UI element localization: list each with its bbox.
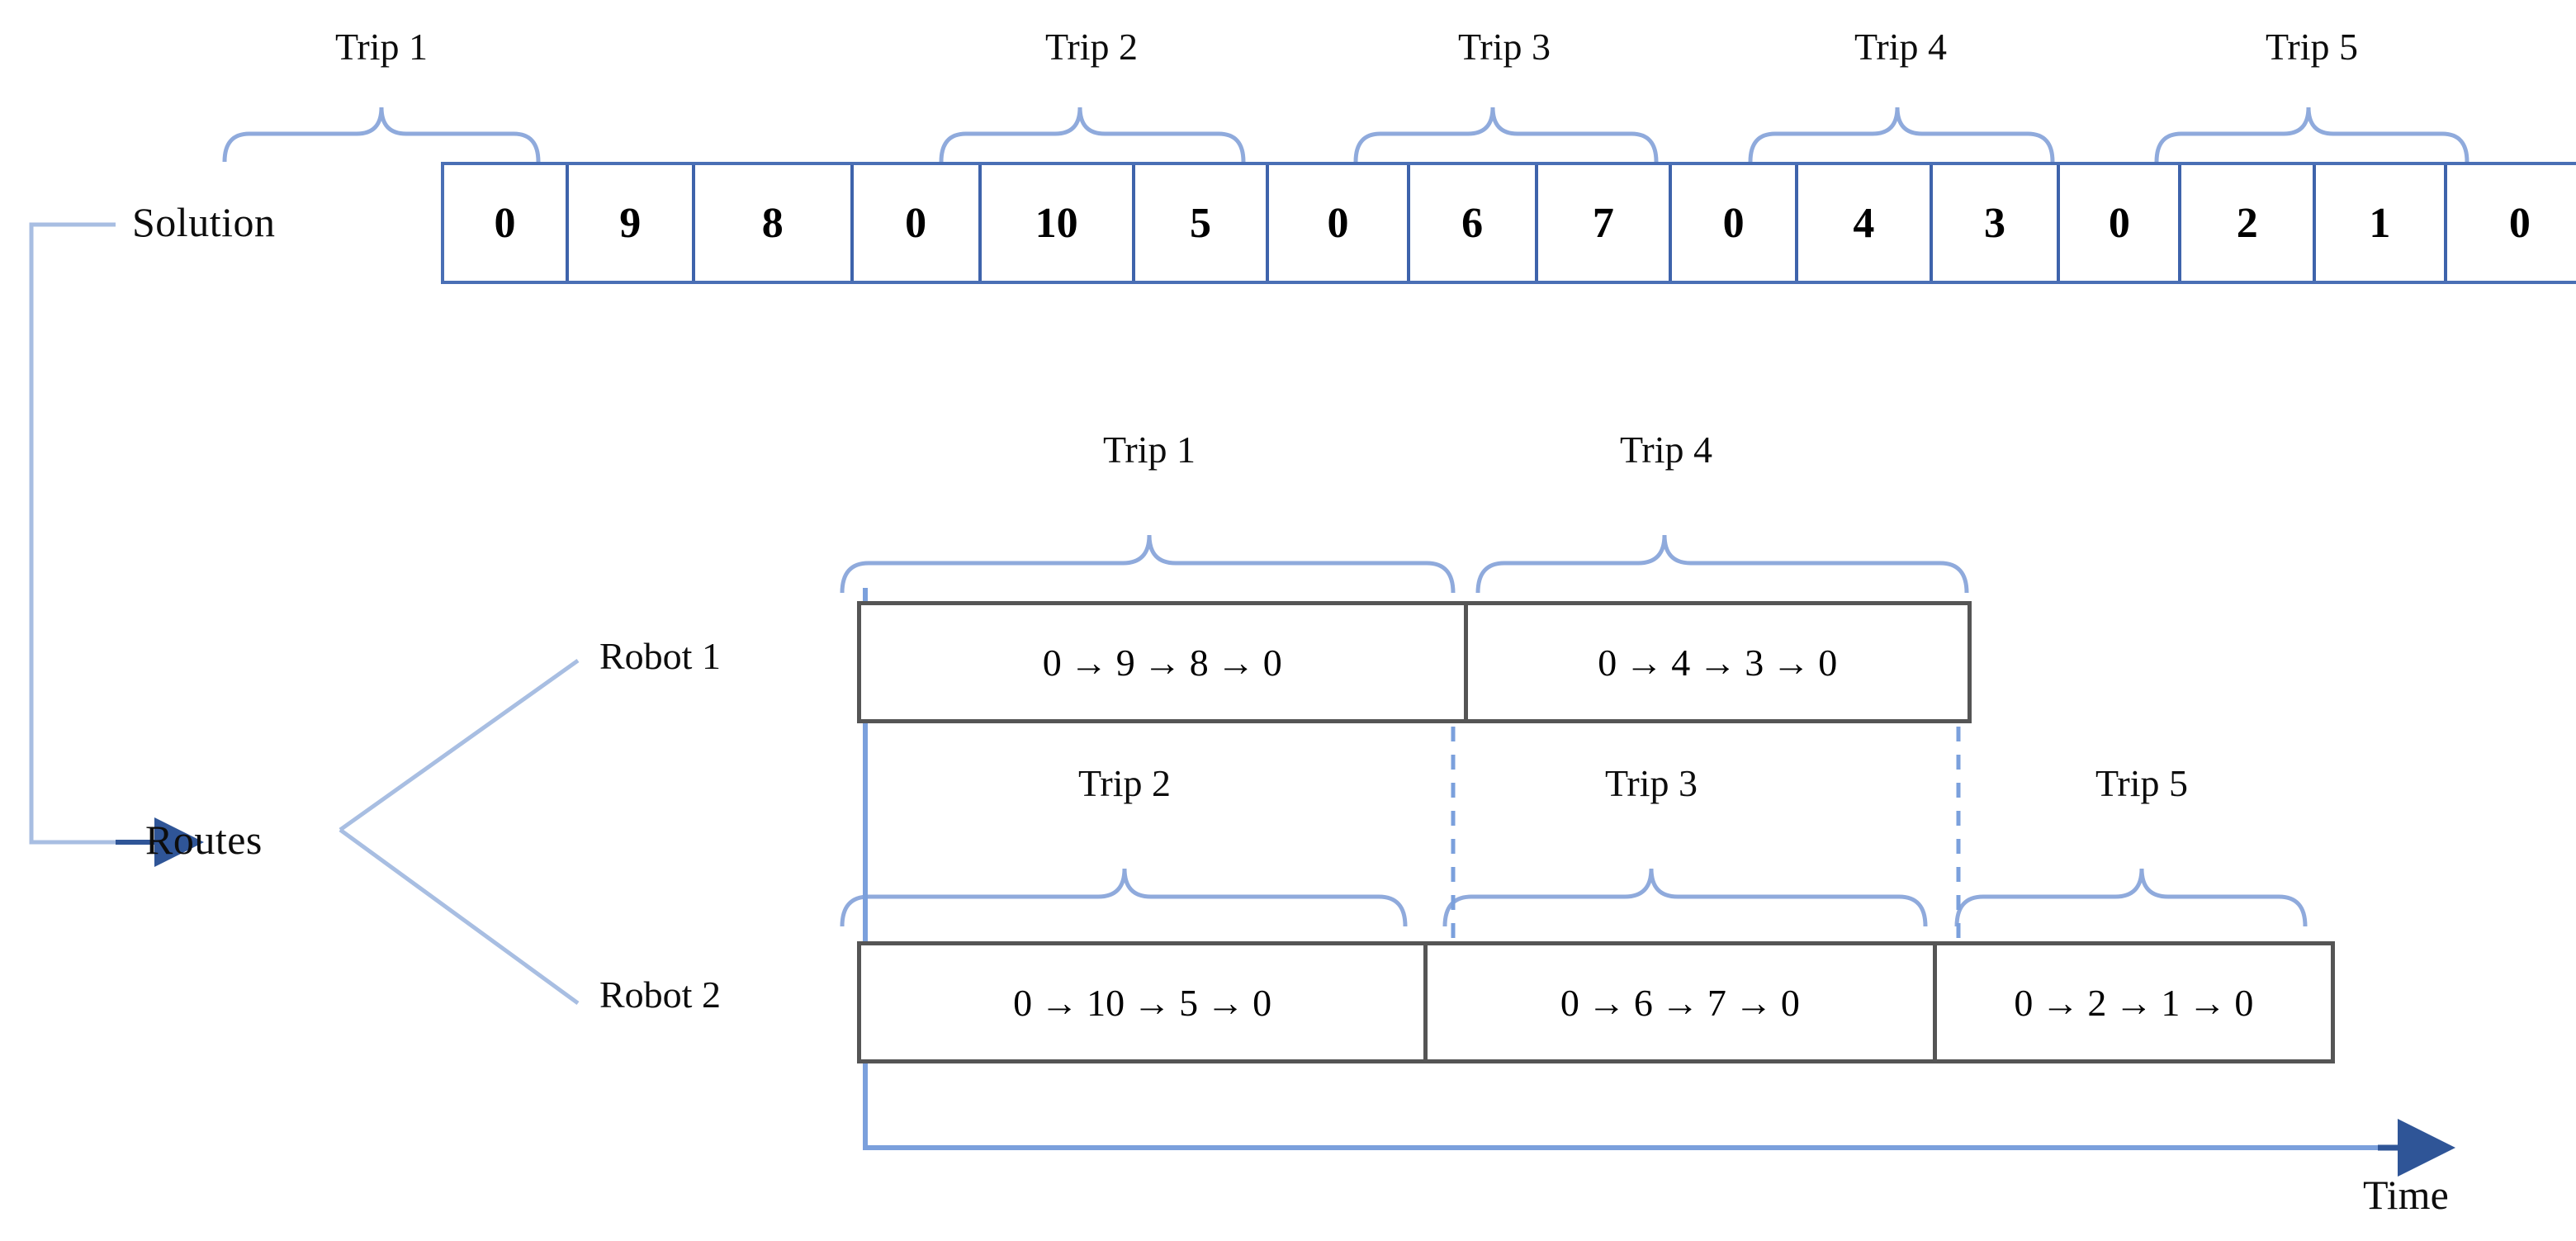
solution-to-routes-connector bbox=[29, 222, 204, 867]
robot-2-timeline: 0 → 10 → 5 → 0 0 → 6 → 7 → 0 0 → 2 → 1 →… bbox=[857, 941, 2335, 1063]
route-node: 4 bbox=[1671, 641, 1691, 684]
route-node: 10 bbox=[1087, 981, 1125, 1024]
robot2-trip-caption-5: Trip 5 bbox=[2095, 762, 2189, 804]
route-arrow-icon: → bbox=[1206, 981, 1245, 1024]
route-arrow-icon: → bbox=[2188, 981, 2227, 1024]
route-arrow-icon: → bbox=[1143, 641, 1181, 684]
solution-cell: 9 bbox=[568, 165, 695, 281]
robot-2-label: Robot 2 bbox=[599, 973, 721, 1016]
route-arrow-icon: → bbox=[1660, 981, 1699, 1024]
robot-1-timeline: 0 → 9 → 8 → 0 0 → 4 → 3 → 0 bbox=[857, 601, 1972, 723]
solution-cell: 0 bbox=[853, 165, 982, 281]
route-node: 1 bbox=[2161, 981, 2181, 1024]
route-arrow-icon: → bbox=[1216, 641, 1255, 684]
robot-2-trip-5-box: 0 → 2 → 1 → 0 bbox=[1936, 945, 2331, 1059]
route-node: 0 bbox=[1598, 641, 1617, 684]
robot1-trip-caption-1: Trip 1 bbox=[1102, 429, 1196, 471]
solution-cell: 6 bbox=[1409, 165, 1538, 281]
route-arrow-icon: → bbox=[1587, 981, 1626, 1024]
route-node: 0 bbox=[1013, 981, 1033, 1024]
solution-cell: 3 bbox=[1932, 165, 2061, 281]
robot-2-trip-3-box: 0 → 6 → 7 → 0 bbox=[1428, 945, 1937, 1059]
solution-cell: 1 bbox=[2316, 165, 2447, 281]
robot-1-trip-1-box: 0 → 9 → 8 → 0 bbox=[861, 605, 1468, 719]
route-node: 0 bbox=[1818, 641, 1838, 684]
time-axis-label: Time bbox=[2363, 1172, 2449, 1218]
solution-trip-caption-5: Trip 5 bbox=[2265, 26, 2359, 68]
solution-trip-caption-2: Trip 2 bbox=[1044, 26, 1139, 68]
solution-cell: 0 bbox=[1672, 165, 1798, 281]
route-node: 8 bbox=[1189, 641, 1209, 684]
solution-trip-caption-3: Trip 3 bbox=[1457, 26, 1551, 68]
route-node: 0 bbox=[1780, 981, 1800, 1024]
solution-cell: 5 bbox=[1134, 165, 1270, 281]
solution-cell: 2 bbox=[2181, 165, 2317, 281]
route-arrow-icon: → bbox=[1698, 641, 1737, 684]
solution-cell: 0 bbox=[2446, 165, 2576, 281]
robot1-trip-caption-2: Trip 4 bbox=[1619, 429, 1713, 471]
solution-cell: 0 bbox=[444, 165, 569, 281]
solution-cell: 0 bbox=[1269, 165, 1410, 281]
sync-dashed-lines bbox=[1451, 727, 1961, 958]
robot2-braces bbox=[840, 868, 2308, 927]
robot-1-trip-4-box: 0 → 4 → 3 → 0 bbox=[1467, 605, 1968, 719]
solution-label: Solution bbox=[132, 199, 276, 245]
routes-fork-connector bbox=[339, 658, 580, 1006]
robot2-trip-caption-2: Trip 2 bbox=[1077, 762, 1172, 804]
route-node: 0 bbox=[1262, 641, 1282, 684]
route-arrow-icon: → bbox=[1133, 981, 1172, 1024]
robot1-braces bbox=[840, 534, 1969, 594]
route-node: 9 bbox=[1115, 641, 1135, 684]
route-arrow-icon: → bbox=[2114, 981, 2153, 1024]
solution-trip-caption-1: Trip 1 bbox=[334, 26, 429, 68]
route-node: 5 bbox=[1179, 981, 1199, 1024]
route-node: 0 bbox=[1252, 981, 1272, 1024]
solution-trip-caption-4: Trip 4 bbox=[1854, 26, 1948, 68]
solution-braces bbox=[222, 107, 2469, 163]
route-node: 2 bbox=[2087, 981, 2107, 1024]
robot-2-trip-2-box: 0 → 10 → 5 → 0 bbox=[861, 945, 1428, 1059]
solution-cell: 8 bbox=[694, 165, 854, 281]
route-node: 3 bbox=[1745, 641, 1764, 684]
route-arrow-icon: → bbox=[1772, 641, 1811, 684]
robot-1-label: Robot 1 bbox=[599, 635, 721, 677]
route-node: 0 bbox=[1042, 641, 1062, 684]
solution-cell: 10 bbox=[981, 165, 1135, 281]
route-node: 7 bbox=[1707, 981, 1726, 1024]
route-arrow-icon: → bbox=[2041, 981, 2080, 1024]
route-arrow-icon: → bbox=[1040, 981, 1079, 1024]
route-node: 0 bbox=[2014, 981, 2034, 1024]
route-arrow-icon: → bbox=[1625, 641, 1664, 684]
solution-cell: 0 bbox=[2060, 165, 2182, 281]
routes-label: Routes bbox=[145, 817, 263, 863]
route-node: 0 bbox=[2234, 981, 2254, 1024]
solution-cell: 4 bbox=[1798, 165, 1933, 281]
route-arrow-icon: → bbox=[1069, 641, 1108, 684]
solution-cell: 7 bbox=[1537, 165, 1673, 281]
route-node: 0 bbox=[1560, 981, 1579, 1024]
route-node: 6 bbox=[1633, 981, 1653, 1024]
route-arrow-icon: → bbox=[1734, 981, 1773, 1024]
solution-array: 0 9 8 0 10 5 0 6 7 0 4 3 0 2 1 0 bbox=[441, 162, 2576, 284]
robot2-trip-caption-3: Trip 3 bbox=[1604, 762, 1698, 804]
